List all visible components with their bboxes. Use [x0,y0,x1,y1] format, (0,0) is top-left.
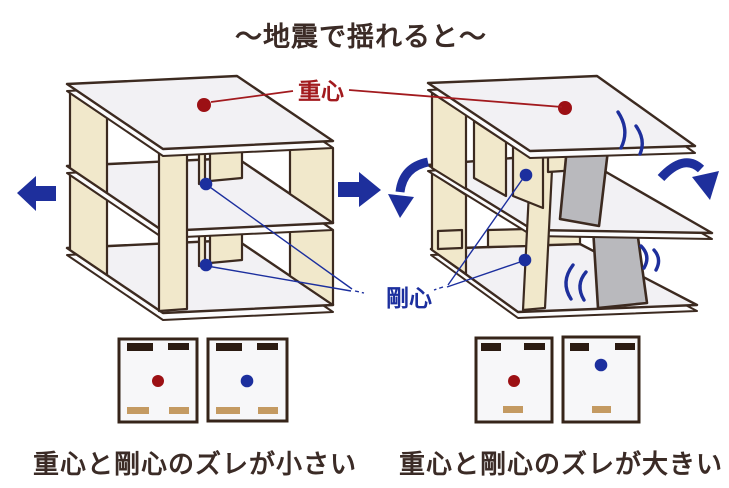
right-story2-inner-wall-a [436,228,464,251]
vibration-marks-icon [564,110,661,302]
rotate-left-arrow-icon [388,157,430,218]
rigid-wall-bar [481,343,501,351]
weak-wall-bar [169,407,189,414]
left-building [65,74,335,321]
rigid-wall-bar [127,343,153,351]
center-of-rigidity-callout: 剛心 [206,176,525,311]
rigid-wall-bar [570,343,589,351]
rigid-wall-bar [615,343,635,350]
page-title: ～地震で揺れると～ [235,22,487,52]
right-building [426,74,714,319]
left-center-of-rigidity-dot-mid [199,177,213,191]
weak-wall-bar [503,406,523,413]
center-of-rigidity-label: 剛心 [386,285,432,311]
center-of-gravity-label: 重心 [298,78,344,104]
plan-view-left-gravity [117,337,199,424]
rigid-wall-bar [168,343,189,350]
right-story1-tilted-panel [558,145,610,228]
rigid-wall-bar [216,343,242,351]
right-story2-inner-wall-b [486,227,530,249]
gravity-dot [508,375,520,387]
rigid-wall-bar [257,343,278,350]
left-top-slab [65,74,335,151]
rigidity-dot [594,358,608,372]
right-center-of-rigidity-dot-low [518,253,532,267]
right-story2-tilted-panel [591,226,649,310]
weak-wall-bar [216,407,240,414]
weak-wall-bar [592,406,611,413]
center-of-gravity-callout: 重心 [210,78,563,108]
gravity-dot [152,375,164,387]
weak-wall-bar [258,407,278,414]
shake-right-arrow-icon [338,172,381,207]
rigid-wall-bar [524,343,545,350]
right-center-of-gravity-dot [558,101,572,115]
left-corner-pillar [157,146,189,313]
rotate-right-arrow-icon [657,158,719,200]
plan-view-right-gravity [474,336,554,424]
caption-small-offset: 重心と剛心のズレが小さい [33,449,357,479]
plan-view-left-rigidity [206,337,289,423]
weak-wall-bar [127,407,149,414]
plan-view-right-rigidity [561,335,641,424]
rigidity-dot [240,374,254,388]
shake-left-arrow-icon [17,176,56,211]
left-center-of-rigidity-dot-low [199,258,213,272]
left-center-of-gravity-dot [197,98,211,112]
caption-large-offset: 重心と剛心のズレが大きい [399,449,723,479]
